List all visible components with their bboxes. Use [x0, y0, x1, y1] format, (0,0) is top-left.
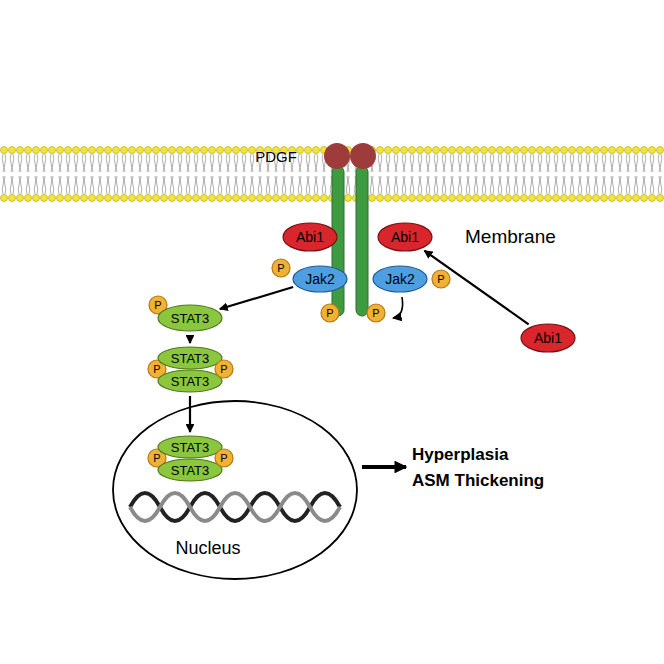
stat3-protein-shape [158, 347, 222, 369]
pdgf-ligand [350, 143, 376, 169]
outcome-arrow [362, 465, 406, 469]
protein-label: P [220, 453, 227, 464]
phosphate-shape [215, 449, 233, 467]
nucleus: NucleusPSTAT3STAT3P [112, 400, 358, 580]
protein-label: P [154, 300, 161, 311]
ligand-label: PDGF [255, 149, 297, 166]
dna-strand [130, 493, 340, 521]
pdgf-ligand [324, 143, 350, 169]
stat3-protein-shape [158, 305, 222, 331]
protein-label: P [220, 364, 227, 375]
outcome-label: Hyperplasia [412, 446, 508, 465]
phosphate-shape [367, 304, 385, 322]
abi1-protein-shape [378, 223, 432, 251]
phosphate-shape [215, 360, 233, 378]
abi1-protein: Abi1 [520, 323, 576, 353]
stat3-protein: STAT3 [157, 435, 223, 459]
compartment-label: Nucleus [175, 539, 240, 557]
protein-label: STAT3 [171, 441, 210, 454]
stat3-protein: STAT3 [157, 346, 223, 370]
phosphate: P [320, 303, 340, 323]
protein-label: P [372, 308, 379, 319]
phosphate-shape [432, 270, 450, 288]
protein-label: P [277, 263, 284, 274]
signal-arrow [220, 287, 293, 309]
abi1-protein: Abi1 [282, 222, 338, 252]
protein-label: STAT3 [171, 352, 210, 365]
phosphate: P [366, 303, 386, 323]
protein-label: Abi1 [296, 230, 324, 244]
phosphate: P [431, 269, 451, 289]
jak2-kinase: Jak2 [372, 265, 428, 293]
stat3-protein-shape [158, 436, 222, 458]
nucleus-shape [113, 401, 357, 579]
protein-label: P [437, 274, 444, 285]
stat3-protein-shape [158, 459, 222, 481]
signal-arrow [424, 251, 528, 325]
receptor-chain [356, 166, 368, 316]
protein-label: Jak2 [385, 272, 415, 286]
membrane-label: Membrane [465, 227, 556, 248]
phosphate: P [214, 359, 234, 379]
phosphate: P [271, 258, 291, 278]
autophosphorylation-arrow [393, 297, 403, 318]
signal-arrow [189, 335, 191, 343]
abi1-protein-shape [283, 223, 337, 251]
dna-strand [130, 493, 340, 521]
jak2-kinase-shape [373, 266, 427, 292]
protein-label: Jak2 [305, 272, 335, 286]
abi1-protein-shape [521, 324, 575, 352]
jak2-kinase-shape [293, 266, 347, 292]
protein-label: Abi1 [391, 230, 419, 244]
protein-label: STAT3 [171, 375, 210, 388]
protein-label: Abi1 [534, 331, 562, 345]
signal-arrow [189, 396, 191, 432]
protein-label: P [153, 453, 160, 464]
protein-label: STAT3 [171, 464, 210, 477]
jak2-kinase: Jak2 [292, 265, 348, 293]
stat3-protein: STAT3 [157, 304, 223, 332]
stat3-protein: STAT3 [157, 458, 223, 482]
stat3-protein: STAT3 [157, 369, 223, 393]
outcome-label: ASM Thickening [412, 472, 544, 491]
abi1-protein: Abi1 [377, 222, 433, 252]
protein-label: P [153, 364, 160, 375]
protein-label: STAT3 [171, 312, 210, 325]
protein-label: P [326, 308, 333, 319]
phosphate: P [214, 448, 234, 468]
phosphate-shape [321, 304, 339, 322]
stat3-protein-shape [158, 370, 222, 392]
phosphate-shape [272, 259, 290, 277]
